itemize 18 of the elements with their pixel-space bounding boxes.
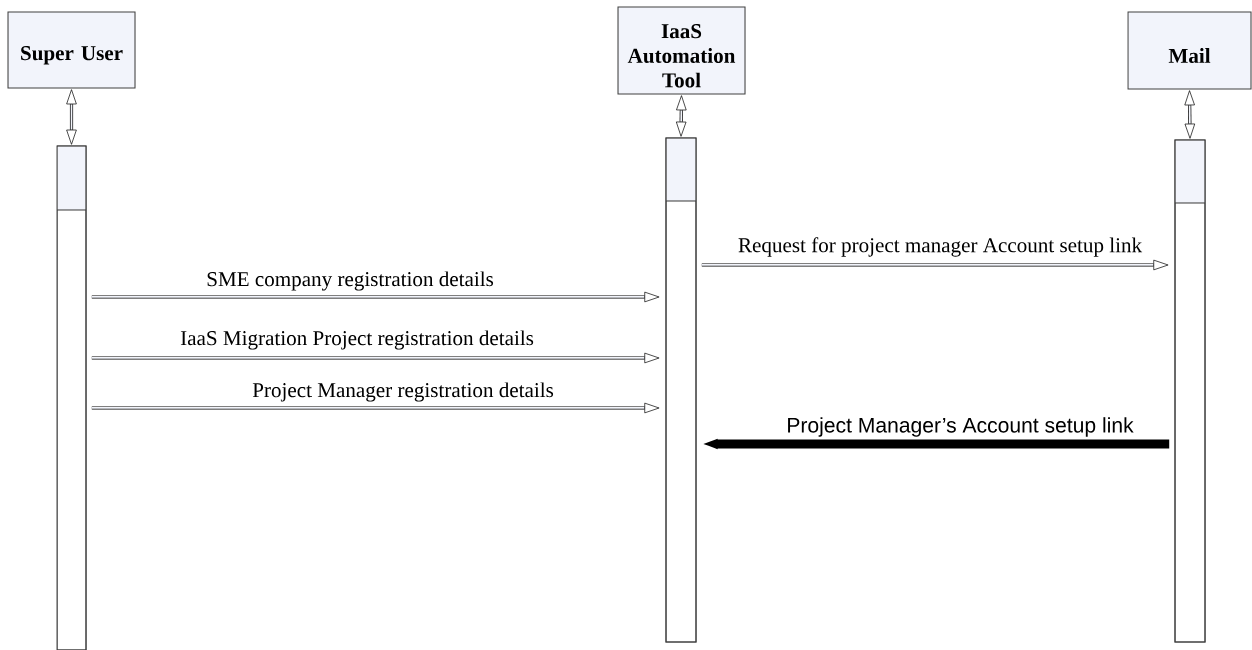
lifeline-bar: [1174, 139, 1206, 643]
edge-label: Request for project manager Account setup link: [736, 235, 1144, 259]
edge-label: SME company registration details: [204, 269, 496, 293]
lifeline-arrow: [66, 89, 77, 145]
participant-box: IaaS Automation Tool: [617, 6, 746, 95]
lifeline-bar: [56, 145, 87, 650]
message-arrow: [90, 402, 660, 414]
edge-label: IaaS Migration Project registration details: [178, 328, 536, 352]
message-arrow: [90, 352, 660, 364]
lifeline-bar: [665, 137, 697, 643]
message-arrow: [700, 259, 1169, 271]
edge-label: Project Manager’s Account setup link: [784, 415, 1136, 439]
lifeline-arrow: [1184, 90, 1196, 139]
message-arrow: [90, 291, 660, 303]
participant-box: Mail: [1127, 11, 1252, 90]
edge-label: Project Manager registration details: [250, 380, 556, 404]
participant-box: Super User: [7, 11, 136, 89]
lifeline-arrow: [675, 95, 687, 137]
